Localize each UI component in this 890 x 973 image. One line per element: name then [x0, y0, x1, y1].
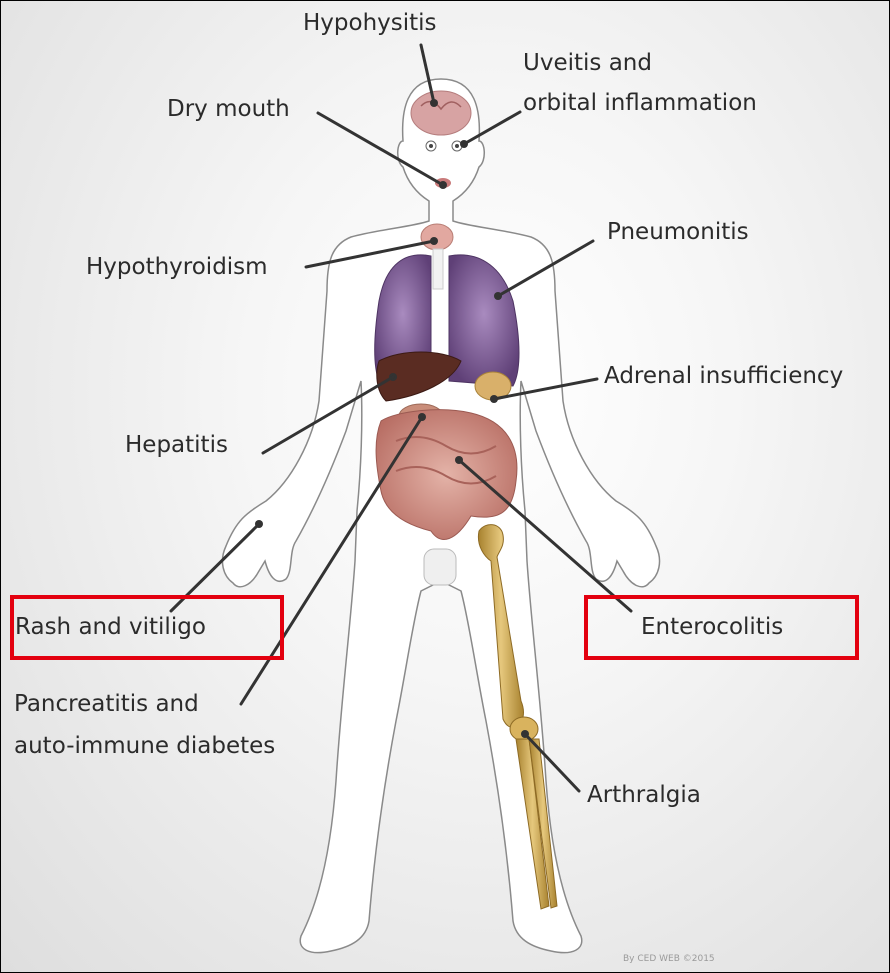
label-hypothyroidism: Hypothyroidism [86, 253, 268, 281]
thyroid-organ [421, 224, 453, 250]
label-uveitis-line1: Uveitis and [523, 49, 652, 77]
label-adrenal-insufficiency: Adrenal insufficiency [604, 362, 843, 390]
image-credit: By CED WEB ©2015 [623, 954, 715, 964]
label-dry-mouth: Dry mouth [167, 95, 290, 123]
bladder [424, 549, 456, 585]
label-pancreatitis-line2: auto-immune diabetes [14, 732, 275, 760]
highlight-box-rash [10, 595, 284, 660]
label-pancreatitis-line1: Pancreatitis and [14, 690, 199, 718]
label-uveitis-line2: orbital inflammation [523, 89, 757, 117]
brain-organ [411, 91, 471, 135]
highlight-box-enterocolitis [584, 595, 859, 660]
label-arthralgia: Arthralgia [587, 781, 701, 809]
label-pneumonitis: Pneumonitis [607, 218, 749, 246]
label-hepatitis: Hepatitis [125, 431, 228, 459]
label-hypophysitis: Hypohysitis [303, 9, 437, 37]
